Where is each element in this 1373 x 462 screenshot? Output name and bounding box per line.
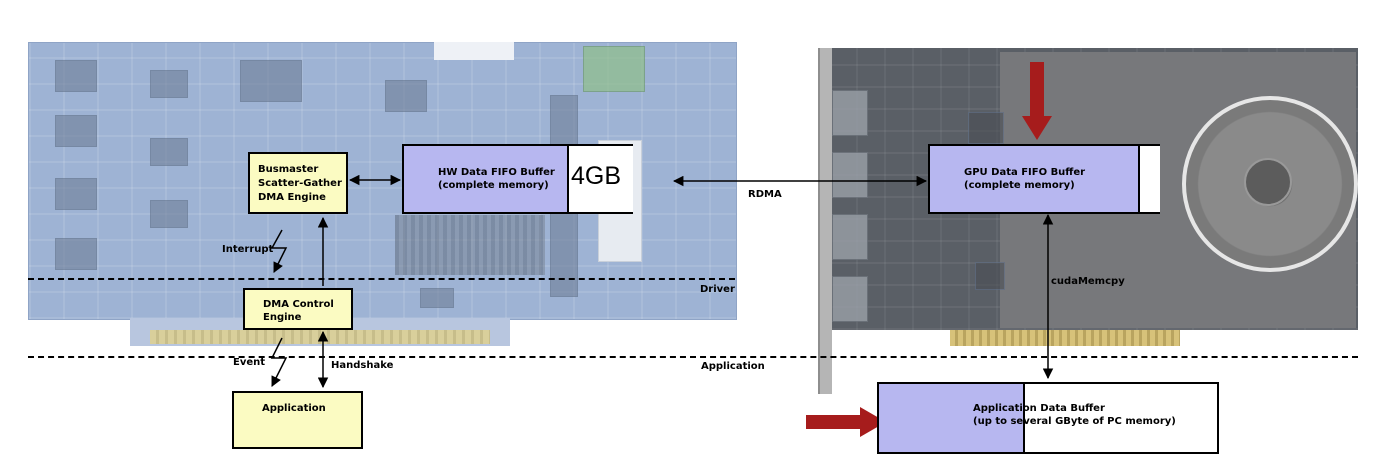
board-chip: [150, 70, 188, 98]
display-port: [832, 214, 868, 260]
board-chip: [55, 238, 97, 270]
board-chip: [385, 80, 427, 112]
busmaster-dma-engine-box: Busmaster Scatter-Gather DMA Engine: [248, 152, 348, 214]
gpu-fifo-subtitle: (complete memory): [964, 180, 1075, 191]
gpu-chip: [968, 112, 1004, 144]
board-chip: [150, 138, 188, 166]
power-module: [583, 46, 645, 92]
red-right-arrow-icon: [806, 407, 886, 437]
board-chip: [420, 288, 454, 308]
gpu-fan-hub: [1244, 158, 1292, 206]
gpu-chip: [975, 262, 1005, 290]
fpga-heatsink: [395, 215, 545, 275]
hw-fifo-title: HW Data FIFO Buffer: [438, 167, 555, 178]
application-data-buffer-box: Application Data Buffer (up to several G…: [877, 382, 1219, 454]
display-port: [832, 90, 868, 136]
board-chip: [150, 200, 188, 228]
driver-boundary-line: [28, 278, 735, 280]
cudamemcpy-label: cudaMemcpy: [1051, 276, 1125, 287]
dma-control-line: DMA Control: [263, 299, 334, 310]
board-chip: [55, 115, 97, 147]
interrupt-arrow: [270, 229, 288, 273]
busmaster-line: Busmaster: [258, 164, 319, 175]
dma-control-line: Engine: [263, 312, 302, 323]
rdma-label: RDMA: [748, 189, 782, 200]
hw-fifo-subtitle: (complete memory): [438, 180, 549, 191]
board-bracket: [434, 42, 514, 60]
gpu-bracket: [818, 48, 832, 394]
gpu-pcie-edge: [950, 330, 1180, 346]
gpu-fifo-buffer-box: GPU Data FIFO Buffer (complete memory): [928, 144, 1160, 214]
busmaster-line: Scatter-Gather: [258, 178, 342, 189]
gpu-fifo-remaining-cell: [1138, 146, 1160, 212]
app-buffer-subtitle: (up to several GByte of PC memory): [973, 416, 1176, 427]
application-box: Application: [232, 391, 363, 449]
display-port: [832, 276, 868, 322]
hw-fifo-buffer-box: HW Data FIFO Buffer (complete memory) 4G…: [402, 144, 633, 214]
board-chip: [55, 60, 97, 92]
application-boundary-line: [28, 356, 1358, 358]
board-chip: [240, 60, 302, 102]
hw-memory-size: 4GB: [571, 162, 622, 190]
busmaster-line: DMA Engine: [258, 192, 326, 203]
app-buffer-title: Application Data Buffer: [973, 403, 1105, 414]
dma-control-engine-box: DMA Control Engine: [243, 288, 353, 330]
gpu-fifo-title: GPU Data FIFO Buffer: [964, 167, 1086, 178]
event-label: Event: [233, 357, 266, 368]
handshake-label: Handshake: [331, 360, 394, 371]
application-layer-label: Application: [701, 361, 765, 372]
driver-label: Driver: [700, 284, 735, 295]
interrupt-label: Interrupt: [222, 244, 274, 255]
hw-memory-size-cell: 4GB: [567, 146, 633, 212]
application-box-label: Application: [262, 403, 326, 414]
display-port: [832, 152, 868, 198]
event-arrow: [270, 337, 288, 387]
board-chip: [55, 178, 97, 210]
red-down-arrow-icon: [1022, 62, 1052, 140]
application-buffer-filled: [879, 384, 1025, 452]
